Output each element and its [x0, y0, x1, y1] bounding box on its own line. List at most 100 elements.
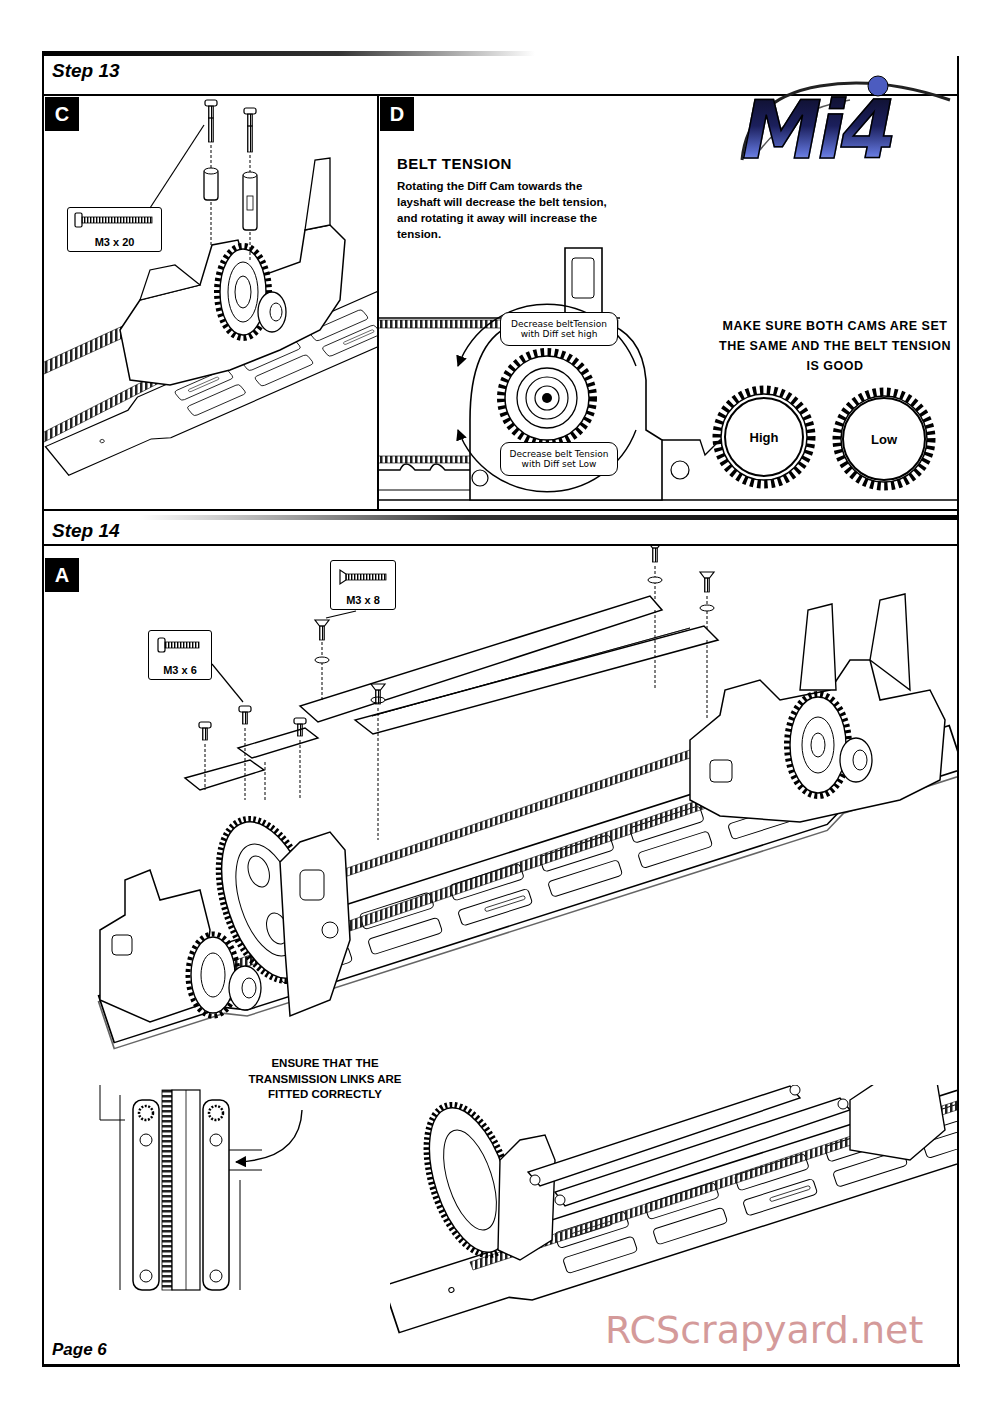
diff-assembly-view	[205, 100, 217, 142]
transmission-link-detail	[186, 1090, 187, 1290]
chassis-assembly-view	[648, 546, 662, 562]
chassis-assembly-view	[390, 1085, 957, 1342]
transmission-link-detail	[162, 1090, 172, 1290]
chassis-assembly-view	[245, 728, 246, 800]
chassis-assembly-view	[371, 684, 385, 704]
chassis-assembly-view	[239, 706, 251, 724]
chassis-assembly-view	[787, 694, 849, 796]
belt-tension-view	[572, 258, 594, 298]
node-text: C	[55, 103, 69, 126]
leader-line	[212, 611, 356, 702]
screw-icon	[82, 217, 152, 223]
diff-assembly-view	[220, 249, 266, 335]
diff-assembly-view	[205, 100, 217, 118]
instruction-note: MAKE SURE BOTH CAMS ARE SET THE SAME AND…	[712, 316, 958, 376]
chassis-assembly-view	[205, 744, 206, 790]
chassis-assembly-view	[700, 605, 714, 611]
diff-assembly-view	[250, 155, 251, 172]
chassis-assembly-view	[530, 1175, 540, 1185]
transmission-link-detail	[236, 1110, 302, 1162]
chassis-assembly-view	[322, 922, 338, 938]
panel-letter: A	[45, 558, 79, 592]
belt-tension-view	[535, 386, 559, 410]
transmission-link-detail	[229, 1150, 262, 1151]
chassis-assembly-view	[498, 1135, 555, 1260]
screw-icon	[75, 213, 152, 227]
chassis-assembly-view	[838, 1099, 848, 1109]
diff-assembly-view	[244, 108, 256, 126]
chassis-assembly-view	[655, 610, 656, 690]
transmission-link-detail	[100, 1120, 125, 1121]
logo-text: Mi4	[742, 84, 893, 177]
chassis-assembly-view	[850, 1085, 945, 1160]
node-text: Low	[871, 432, 897, 447]
screw-callout: M3 x 20	[67, 207, 162, 252]
transmission-link-detail	[120, 1095, 121, 1290]
diff-assembly-view	[44, 100, 377, 481]
transmission-link-detail	[210, 1270, 222, 1282]
diff-assembly-view	[211, 202, 212, 245]
chassis-assembly-view	[811, 733, 825, 757]
transmission-link-detail	[140, 1134, 152, 1146]
chassis-assembly-view	[802, 717, 834, 773]
step-heading: Step 14	[52, 520, 120, 542]
chassis-assembly-view	[315, 620, 329, 640]
node-text: High	[750, 430, 779, 445]
chassis-assembly-view	[265, 762, 266, 800]
belt-tension-view	[470, 248, 662, 500]
transmission-link-detail	[240, 1180, 241, 1290]
diff-assembly-view	[247, 196, 253, 210]
screw-icon	[340, 570, 346, 584]
belt-tension-view	[501, 352, 593, 444]
node-text: Decrease belt Tension with Diff set Low	[506, 449, 612, 470]
chassis-assembly-view	[707, 596, 708, 630]
chassis-assembly-view	[710, 760, 732, 782]
page-number: Page 6	[52, 1340, 107, 1360]
chassis-assembly-view	[244, 853, 273, 890]
step-heading: Step 13	[52, 60, 120, 82]
leader-line	[212, 664, 243, 702]
page-frame	[43, 545, 958, 1366]
chassis-assembly-view	[185, 760, 264, 790]
chassis-assembly-view	[378, 708, 379, 840]
chassis-assembly-view	[433, 1124, 507, 1237]
chassis-assembly-view	[555, 1195, 565, 1205]
chassis-assembly-view	[188, 934, 238, 1016]
belt-tension-view	[379, 464, 470, 470]
screw-icon	[75, 213, 82, 227]
chassis-assembly-view	[790, 697, 846, 793]
node-text: Decrease beltTension with Diff set high	[506, 319, 612, 340]
chassis-assembly-view	[229, 966, 261, 1010]
chassis-assembly-view	[800, 604, 836, 690]
callout-bubble: Decrease beltTension with Diff set high	[500, 312, 618, 346]
diff-assembly-view	[248, 126, 253, 152]
belt-tension-view	[501, 352, 593, 444]
page-frame	[43, 51, 535, 56]
node-text: D	[390, 103, 404, 126]
chassis-assembly-view	[199, 722, 211, 740]
diff-assembly-view	[120, 225, 345, 385]
diff-assembly-view	[209, 118, 214, 142]
leader-line	[150, 125, 204, 208]
transmission-link-detail	[210, 1134, 222, 1146]
chassis-assembly-view	[300, 870, 324, 900]
belt-tension-view	[671, 461, 689, 479]
chassis-assembly-view	[191, 937, 235, 1013]
chassis-assembly-view	[300, 740, 301, 800]
chassis-assembly-view	[201, 953, 225, 997]
cam-circle: High	[724, 397, 804, 477]
diff-assembly-view	[270, 303, 282, 321]
chassis-assembly-view	[95, 546, 957, 1342]
screw-icon	[158, 570, 386, 652]
chassis-assembly-view	[787, 694, 849, 796]
belt-tension-view	[379, 248, 957, 500]
chassis-assembly-view	[238, 728, 318, 758]
transmission-link-detail	[172, 1090, 200, 1290]
chassis-assembly-view	[188, 934, 238, 1016]
screw-icon	[165, 642, 199, 648]
belt-tension-view	[458, 430, 636, 492]
transmission-link-detail	[209, 1106, 223, 1120]
chassis-assembly-view	[853, 750, 867, 770]
